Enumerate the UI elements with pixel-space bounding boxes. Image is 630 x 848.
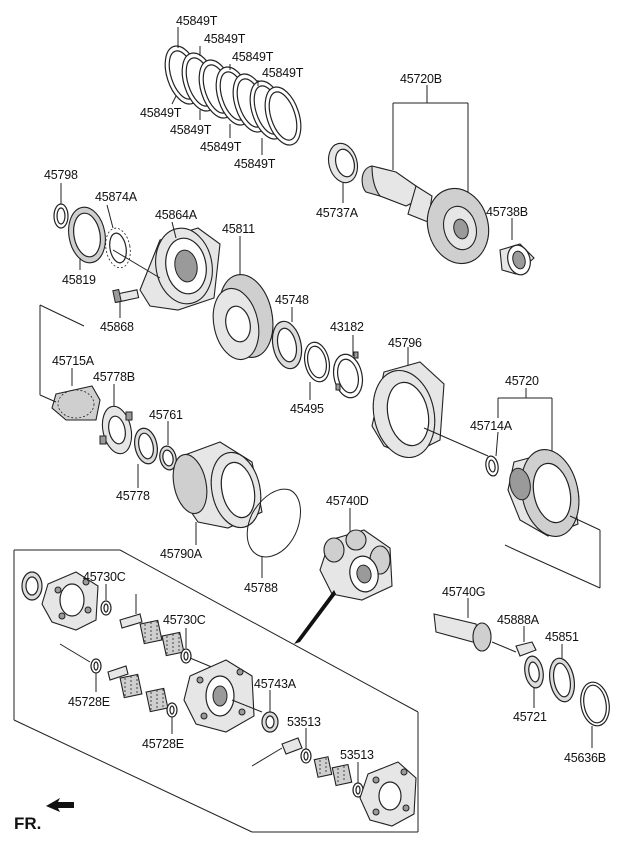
label-45790A: 45790A [160, 547, 203, 561]
label-45868: 45868 [100, 320, 134, 334]
sun-gear-shaft-45740G [433, 598, 517, 653]
label-45811: 45811 [222, 222, 255, 236]
bearing-45738B [499, 218, 535, 276]
front-direction-indicator [46, 798, 74, 812]
clutch-drum-45796 [371, 347, 489, 459]
label-45778: 45778 [116, 489, 150, 503]
snap-ring-45636B [580, 681, 610, 748]
bearing-45743A [261, 690, 279, 733]
label-45721: 45721 [513, 710, 547, 724]
label-45730C-2: 45730C [163, 613, 206, 627]
washer-45728E-left [59, 643, 129, 692]
label-45748: 45748 [275, 293, 309, 307]
washer-45728E-right [166, 702, 178, 734]
part-labels: 45849T 45849T 45849T 45849T 45849T 45849… [14, 14, 606, 833]
label-45740D: 45740D [326, 494, 369, 508]
gear-ring-45874A [105, 204, 131, 269]
retainer-43182 [332, 335, 364, 399]
label-45849T-3: 45849T [232, 50, 274, 64]
label-45720B: 45720B [400, 72, 442, 86]
ring-45798 [53, 183, 69, 229]
label-53513-1: 53513 [287, 715, 321, 729]
label-45819: 45819 [62, 273, 96, 287]
label-45849T-7: 45849T [200, 140, 242, 154]
snap-ring-set-45849T [164, 27, 302, 155]
output-shaft-gear-45720B [361, 85, 490, 265]
label-45728E-2: 45728E [142, 737, 184, 751]
bolt-45868 [112, 288, 140, 318]
washer-45730C-upper [100, 584, 143, 629]
label-45874A: 45874A [95, 190, 138, 204]
shaft-45715A [39, 304, 101, 421]
label-45737A: 45737A [316, 206, 359, 220]
label-45888A: 45888A [497, 613, 540, 627]
thrust-bearing-45748 [271, 307, 303, 370]
ring-45721 [524, 655, 544, 708]
label-45849T-5: 45849T [140, 106, 182, 120]
label-45740G: 45740G [442, 585, 485, 599]
label-45738B: 45738B [486, 205, 528, 219]
label-45849T-1: 45849T [176, 14, 218, 28]
label-45728E-1: 45728E [68, 695, 110, 709]
label-45864A: 45864A [155, 208, 198, 222]
needle-bearing-lower [119, 673, 169, 713]
label-45495: 45495 [290, 402, 324, 416]
label-45849T-4: 45849T [262, 66, 304, 80]
carrier-plate-left [21, 571, 99, 631]
ring-45778 [134, 427, 158, 488]
label-45714A: 45714A [470, 419, 513, 433]
drum-45790A [172, 441, 263, 545]
label-45730C-1: 45730C [83, 570, 126, 584]
label-45743A: 45743A [254, 677, 297, 691]
label-45798: 45798 [44, 168, 78, 182]
label-45720: 45720 [505, 374, 539, 388]
planetary-carrier-45740D [294, 508, 393, 644]
label-45849T-8: 45849T [234, 157, 276, 171]
washer-45730C-lower [180, 628, 215, 669]
label-45849T-2: 45849T [204, 32, 246, 46]
label-45778B: 45778B [93, 370, 135, 384]
ring-45495 [303, 341, 331, 400]
fr-label: FR. [14, 814, 41, 833]
needle-bearing-upper [139, 619, 185, 657]
label-45715A: 45715A [52, 354, 95, 368]
label-45761: 45761 [149, 408, 183, 422]
pin-and-bearing-53513 [251, 728, 364, 798]
label-45851: 45851 [545, 630, 579, 644]
label-45849T-6: 45849T [170, 123, 212, 137]
washer-45714A [485, 431, 499, 477]
ring-gear-45720 [497, 388, 601, 589]
snap-ring-45788 [246, 488, 301, 578]
label-45796: 45796 [388, 336, 422, 350]
ring-45851 [548, 644, 576, 703]
bracket-45888A [515, 626, 537, 657]
label-43182: 43182 [330, 320, 364, 334]
gear-45811 [212, 236, 274, 361]
planetary-subassembly-frame [13, 549, 419, 833]
label-53513-2: 53513 [340, 748, 374, 762]
bearing-45737A [327, 142, 359, 203]
plate-45778B [99, 384, 133, 455]
front-arrow-icon [46, 798, 74, 812]
gear-ring-45819 [68, 206, 106, 270]
label-45636B: 45636B [564, 751, 606, 765]
ring-45761 [159, 421, 177, 471]
carrier-plate-right [359, 761, 417, 827]
carrier-center [183, 659, 263, 733]
housing-45864A [112, 221, 221, 311]
label-45788: 45788 [244, 581, 278, 595]
